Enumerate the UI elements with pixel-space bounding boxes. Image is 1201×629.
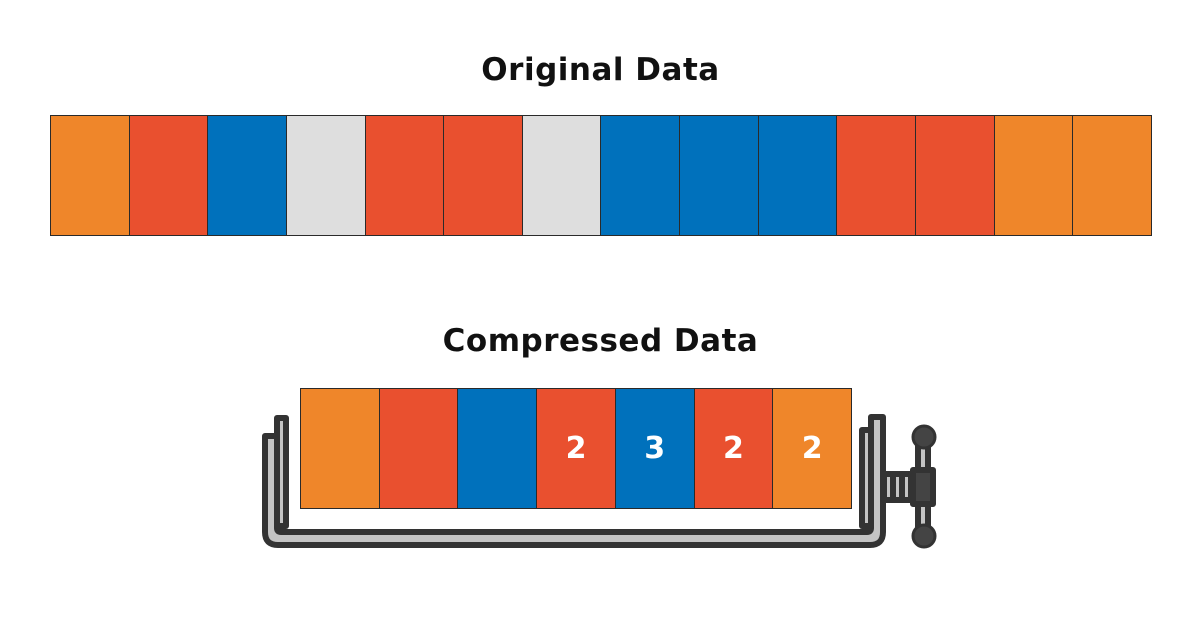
compressed-data-title: Compressed Data [442,323,759,359]
compressed-cell: 3 [615,389,695,508]
original-cell [286,116,366,235]
clamp-right-jaw [859,427,874,529]
compressed-cell: 2 [537,389,616,508]
original-cell [129,116,209,235]
clamp-bottom-knob [911,523,937,549]
compressed-cell: 2 [694,389,774,508]
original-data-title: Original Data [481,52,720,88]
compressed-cell: 2 [773,389,852,508]
clamp-frame [262,414,886,548]
original-cell [51,116,130,235]
original-cell [522,116,602,235]
compressed-cell [301,389,380,508]
original-cell [365,116,445,235]
original-cell [837,116,917,235]
original-cell [916,116,995,235]
clamp-top-knob [911,424,937,450]
original-data-strip [50,115,1152,236]
clamp-handle-block [910,467,936,507]
original-cell [994,116,1074,235]
clamp-left-jaw [274,415,289,529]
original-cell [1073,116,1151,235]
original-cell [680,116,759,235]
original-cell [208,116,287,235]
compressed-cell [379,389,459,508]
original-cell [758,116,838,235]
original-cell [444,116,523,235]
compressed-cell [458,389,538,508]
original-cell [601,116,681,235]
